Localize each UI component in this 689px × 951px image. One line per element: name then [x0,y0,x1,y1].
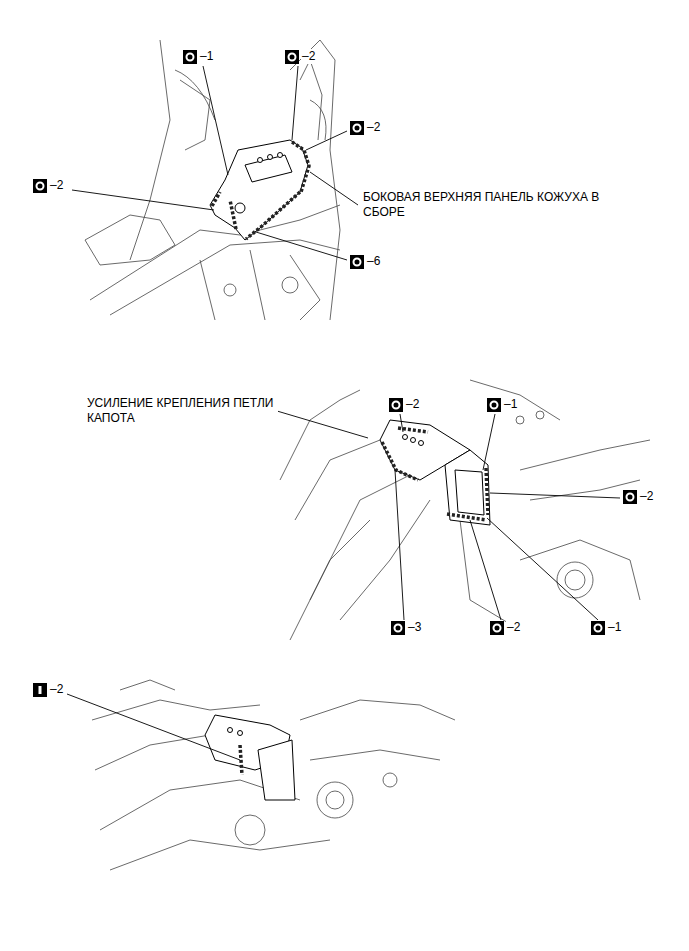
callout-number: –2 [366,120,381,135]
side-upper-panel [210,140,308,240]
callout-number: –6 [366,254,381,269]
body-sketch-2 [280,380,650,640]
callout-number: –1 [607,620,622,635]
callout-number: –2 [506,620,521,635]
callout-number: –2 [301,49,316,64]
callout-number: –2 [49,682,64,697]
callout-number: –1 [503,397,518,412]
callout-number: –2 [639,489,654,504]
part-name: БОКОВАЯ ВЕРХНЯЯ ПАНЕЛЬ КОЖУХА В СБОРЕ [362,190,639,220]
callout-number: –2 [405,397,420,412]
part-name: УСИЛЕНИЕ КРЕПЛЕНИЯ ПЕТЛИ КАПОТА [86,396,278,426]
weld-marks-3 [240,745,242,775]
hinge-area-part [205,715,295,800]
weld-marks-1 [212,142,309,239]
body-sketch-3 [92,680,455,870]
weld-marks-2 [382,428,488,520]
callout-number: –1 [199,49,214,64]
hood-hinge-reinforcement [380,420,490,525]
body-sketch-1 [85,40,340,320]
callout-number: –2 [49,178,64,193]
weld-symbols [33,50,637,697]
leader-lines [67,66,620,760]
callout-number: –3 [407,620,422,635]
